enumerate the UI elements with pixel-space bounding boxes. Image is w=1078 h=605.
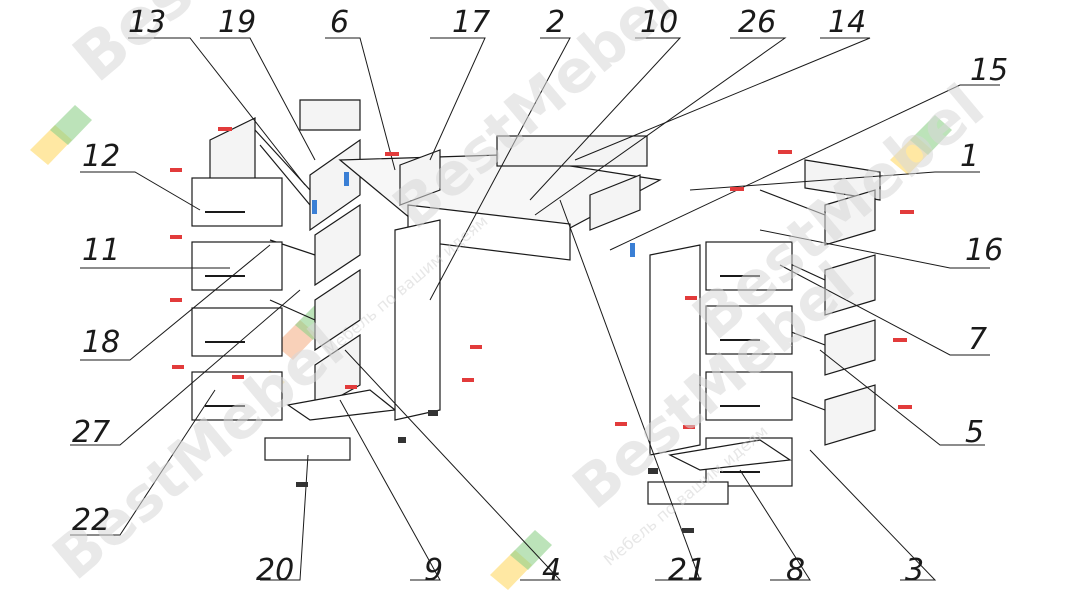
callout-16: 16	[965, 233, 1004, 268]
center-body	[338, 135, 701, 456]
callout-1: 1	[960, 139, 980, 174]
callout-13: 13	[128, 5, 167, 40]
fasteners	[170, 127, 914, 429]
small-parts	[296, 410, 694, 533]
left-pedestal	[191, 99, 397, 461]
callout-27: 27	[72, 415, 111, 450]
callout-19: 19	[218, 5, 257, 40]
callout-4: 4	[542, 553, 562, 588]
callout-21: 21	[668, 553, 707, 588]
callout-17: 17	[452, 5, 491, 40]
callout-10: 10	[640, 5, 679, 40]
callout-7: 7	[968, 322, 988, 357]
connectors	[312, 172, 635, 257]
callout-14: 14	[828, 5, 867, 40]
leader-lines	[70, 37, 1000, 581]
callout-8: 8	[786, 553, 806, 588]
callout-2: 2	[546, 5, 566, 40]
callout-3: 3	[905, 553, 925, 588]
callout-26: 26	[738, 5, 777, 40]
callout-11: 11	[82, 233, 121, 268]
callout-12: 12	[82, 139, 121, 174]
callout-18: 18	[82, 325, 121, 360]
callout-5: 5	[965, 415, 985, 450]
callout-15: 15	[970, 53, 1009, 88]
right-pedestal	[647, 159, 881, 505]
callout-20: 20	[256, 553, 295, 588]
callout-22: 22	[72, 503, 111, 538]
callout-6: 6	[330, 5, 350, 40]
callout-9: 9	[424, 553, 444, 588]
